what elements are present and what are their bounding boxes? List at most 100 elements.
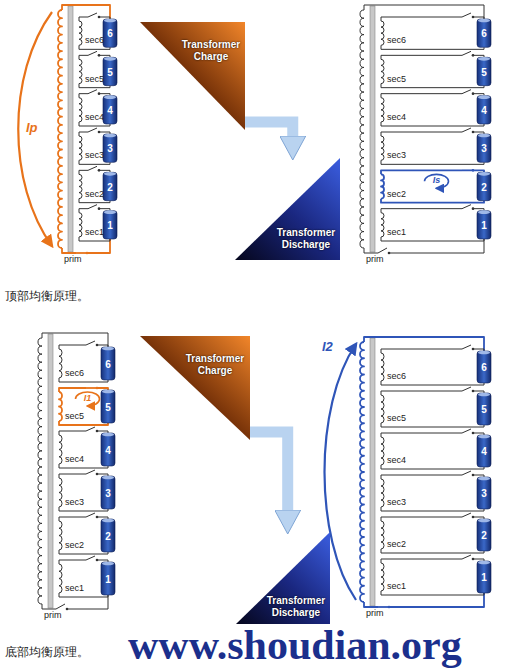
triangle-label: Transformer Discharge xyxy=(264,595,328,619)
cell-number: 6 xyxy=(105,358,111,369)
secondary-lead xyxy=(381,209,462,213)
secondary-label: sec6 xyxy=(387,36,406,46)
switch-blade xyxy=(462,555,471,559)
secondary-lead xyxy=(59,345,86,349)
cell-cap xyxy=(478,561,490,565)
battery-cell xyxy=(477,57,491,85)
battery-cell xyxy=(477,519,491,551)
switch-blade xyxy=(378,248,387,253)
caption: 底部均衡原理。 xyxy=(5,646,89,659)
current-arrow xyxy=(18,12,52,246)
battery-cell xyxy=(103,211,117,239)
primary-label: prim xyxy=(366,255,384,265)
triangle-fill xyxy=(140,336,250,440)
triangle-shape xyxy=(140,22,245,130)
secondary-winding xyxy=(59,349,62,378)
secondary-winding xyxy=(381,563,384,591)
cell-number: 6 xyxy=(481,362,487,373)
switch-blade xyxy=(88,128,97,132)
secondary-lead xyxy=(381,559,462,563)
battery-cell xyxy=(101,562,115,595)
primary-lead xyxy=(42,604,56,609)
switch-blade xyxy=(462,205,471,209)
cell-number: 1 xyxy=(105,573,111,584)
cell-number: 3 xyxy=(105,487,111,498)
secondary-lead xyxy=(381,517,462,521)
cell-number: 4 xyxy=(105,444,111,455)
primary-lead xyxy=(364,602,378,607)
current-loop xyxy=(425,174,449,188)
secondary-lead xyxy=(79,209,88,213)
battery-cell xyxy=(477,435,491,467)
cell-number: 1 xyxy=(107,219,113,230)
battery-cell xyxy=(101,433,115,466)
secondary-label: sec1 xyxy=(65,584,84,594)
switch-blade xyxy=(378,606,389,608)
cell-number: 2 xyxy=(481,181,487,192)
switch-blade xyxy=(462,13,471,17)
secondary-label: sec6 xyxy=(85,36,104,46)
cell-number: 4 xyxy=(107,104,113,115)
cell-cap xyxy=(104,172,116,176)
cell-cap xyxy=(102,519,114,523)
switch-blade xyxy=(56,604,65,609)
cell-cap xyxy=(104,134,116,138)
secondary-label: sec3 xyxy=(65,498,84,508)
secondary-label: sec2 xyxy=(85,190,104,200)
cell-number: 3 xyxy=(481,488,487,499)
secondary-lead xyxy=(59,560,86,564)
secondary-lead xyxy=(59,593,108,597)
secondary-lead xyxy=(381,94,462,98)
secondary-lead xyxy=(381,170,462,174)
secondary-winding xyxy=(381,174,384,198)
battery-cell xyxy=(477,172,491,200)
secondary-winding xyxy=(381,395,384,423)
primary-winding xyxy=(360,10,364,248)
secondary-label: sec6 xyxy=(387,372,406,382)
secondary-label: sec1 xyxy=(387,582,406,592)
cell-cap xyxy=(102,433,114,437)
secondary-label: sec1 xyxy=(85,228,104,238)
cell-cap xyxy=(102,476,114,480)
cell-cap xyxy=(478,393,490,397)
battery-cell xyxy=(101,390,115,423)
switch-blade xyxy=(462,471,471,475)
battery-cell xyxy=(103,19,117,47)
battery-cell xyxy=(477,134,491,162)
battery-cell xyxy=(477,96,491,124)
secondary-winding xyxy=(381,479,384,507)
secondary-winding xyxy=(59,435,62,464)
secondary-label: sec4 xyxy=(85,113,104,123)
secondary-winding xyxy=(79,213,82,237)
secondary-winding xyxy=(79,136,82,160)
secondary-lead xyxy=(381,391,462,395)
cell-cap xyxy=(478,435,490,439)
secondary-lead xyxy=(79,94,88,98)
cell-cap xyxy=(478,351,490,355)
battery-cell xyxy=(103,134,117,162)
triangle-label: Transformer Discharge xyxy=(274,227,338,251)
secondary-lead xyxy=(59,474,86,478)
cell-number: 2 xyxy=(105,530,111,541)
primary-lead xyxy=(364,248,378,253)
secondary-winding xyxy=(381,353,384,381)
secondary-lead xyxy=(79,170,88,174)
cell-number: 3 xyxy=(481,143,487,154)
secondary-label: sec5 xyxy=(387,414,406,424)
flow-arrow xyxy=(245,122,293,136)
secondary-lead xyxy=(59,517,86,521)
charge-triangle: Transformer Charge xyxy=(140,336,250,440)
cell-cap xyxy=(478,477,490,481)
battery-cell xyxy=(103,172,117,200)
battery-cell xyxy=(101,347,115,380)
switch-blade xyxy=(462,429,471,433)
charge-triangle: Transformer Charge xyxy=(140,22,245,130)
secondary-winding xyxy=(79,98,82,122)
secondary-lead xyxy=(381,433,462,437)
cell-number: 5 xyxy=(107,66,113,77)
secondary-lead xyxy=(381,381,484,385)
cell-number: 5 xyxy=(481,66,487,77)
current-label: Ip xyxy=(26,121,38,135)
